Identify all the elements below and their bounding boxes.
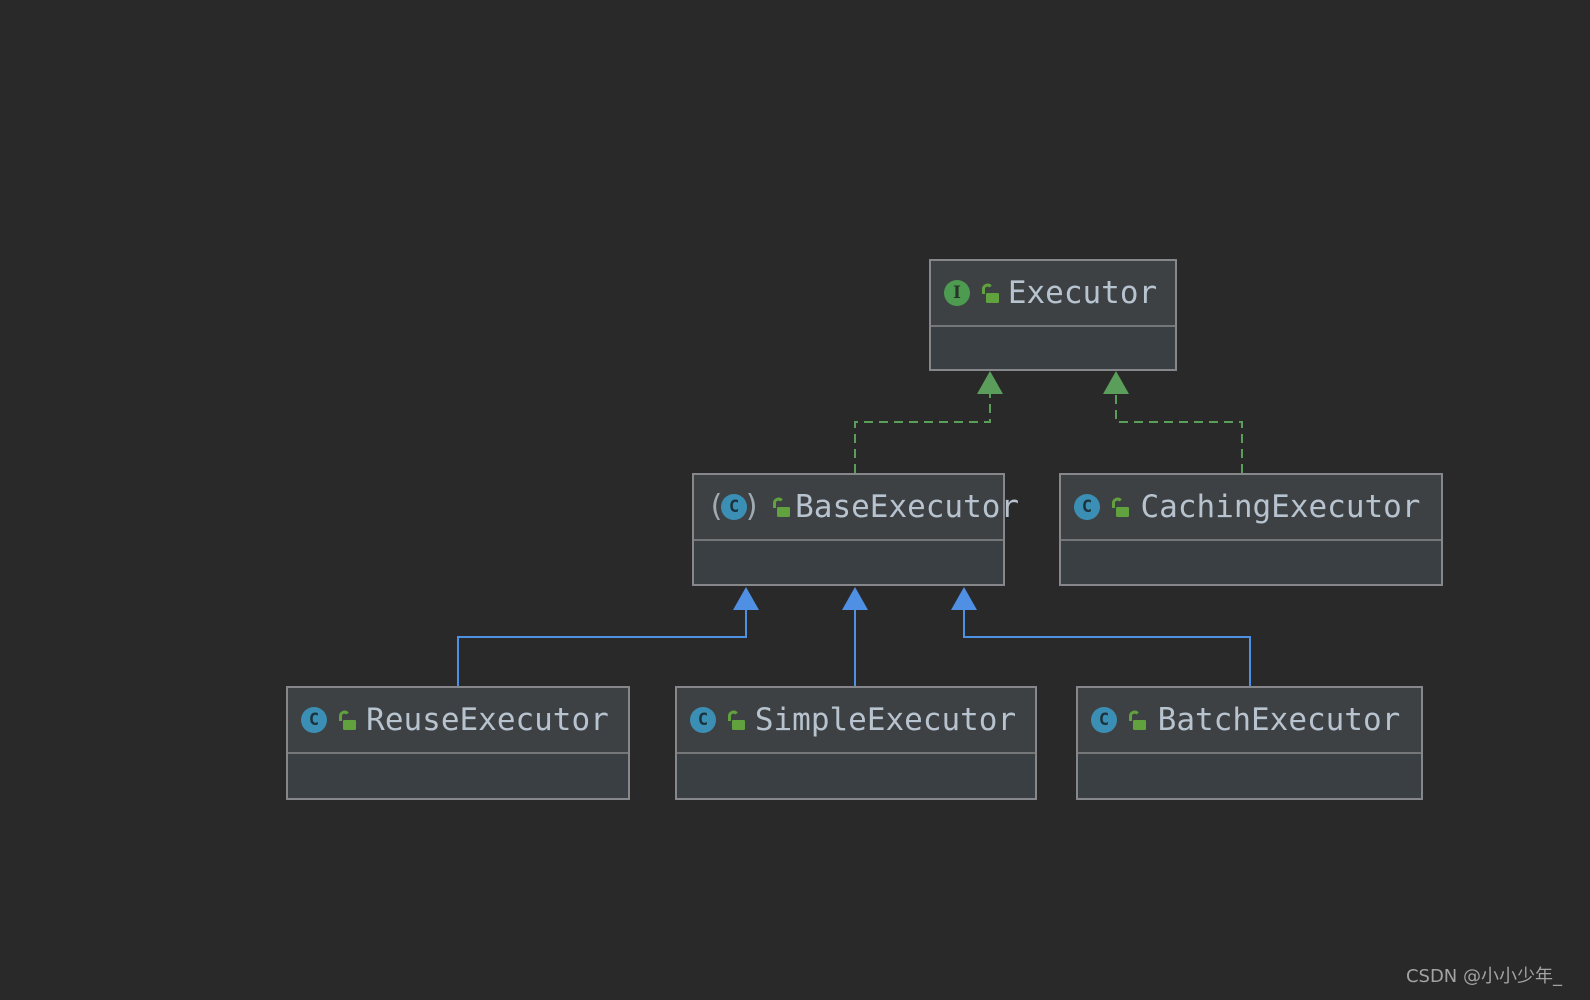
class-icon: C	[690, 707, 716, 733]
class-node-caching-executor[interactable]: C CachingExecutor	[1059, 473, 1443, 586]
class-icon: C	[1091, 707, 1117, 733]
class-name-label: ReuseExecutor	[366, 702, 609, 738]
node-header: I Executor	[931, 261, 1175, 325]
class-node-base-executor[interactable]: ( C ) BaseExecutor	[692, 473, 1019, 586]
node-header: ( C ) BaseExecutor	[694, 475, 1019, 539]
node-body	[288, 752, 628, 798]
node-body	[931, 325, 1175, 369]
arrowhead-implements-baseexecutor	[977, 371, 1003, 394]
class-node-batch-executor[interactable]: C BatchExecutor	[1076, 686, 1423, 800]
node-header: C SimpleExecutor	[677, 688, 1035, 752]
node-body	[1078, 752, 1421, 798]
unlocked-padlock-icon	[728, 710, 745, 730]
unlocked-padlock-icon	[339, 710, 356, 730]
node-body	[1061, 539, 1441, 584]
edge-extends-reuseexecutor-baseexecutor	[457, 609, 747, 686]
class-icon: C	[301, 707, 327, 733]
class-node-simple-executor[interactable]: C SimpleExecutor	[675, 686, 1037, 800]
unlocked-padlock-icon	[982, 283, 999, 303]
edge-extends-batchexecutor-baseexecutor	[963, 609, 1251, 686]
node-body	[694, 539, 1003, 584]
unlocked-padlock-icon	[1112, 497, 1129, 517]
class-name-label: CachingExecutor	[1140, 489, 1421, 525]
class-node-reuse-executor[interactable]: C ReuseExecutor	[286, 686, 630, 800]
node-header: C CachingExecutor	[1061, 475, 1441, 539]
class-name-label: BatchExecutor	[1157, 702, 1401, 738]
class-name-label: BaseExecutor	[795, 489, 1020, 525]
class-name-label: Executor	[1007, 275, 1158, 311]
node-header: C ReuseExecutor	[288, 688, 628, 752]
edge-implements-baseexecutor-executor	[854, 393, 991, 473]
arrowhead-extends-batchexecutor	[951, 587, 977, 610]
class-node-executor[interactable]: I Executor	[929, 259, 1177, 371]
abstract-class-icon: ( C )	[707, 492, 761, 522]
abstract-paren-left: (	[707, 489, 726, 524]
class-badge: C	[721, 494, 748, 520]
interface-icon: I	[944, 280, 970, 306]
arrowhead-extends-simpleexecutor	[842, 587, 868, 610]
abstract-paren-right: )	[743, 489, 762, 524]
unlocked-padlock-icon	[773, 497, 791, 517]
csdn-watermark: CSDN @小小少年_	[1405, 966, 1562, 987]
class-name-label: SimpleExecutor	[754, 702, 1017, 738]
node-body	[677, 752, 1035, 798]
arrowhead-extends-reuseexecutor	[733, 587, 759, 610]
unlocked-padlock-icon	[1129, 710, 1146, 730]
arrowhead-implements-cachingexecutor	[1103, 371, 1129, 394]
edge-implements-cachingexecutor-executor	[1115, 393, 1243, 473]
node-header: C BatchExecutor	[1078, 688, 1421, 752]
class-icon: C	[1074, 494, 1100, 520]
